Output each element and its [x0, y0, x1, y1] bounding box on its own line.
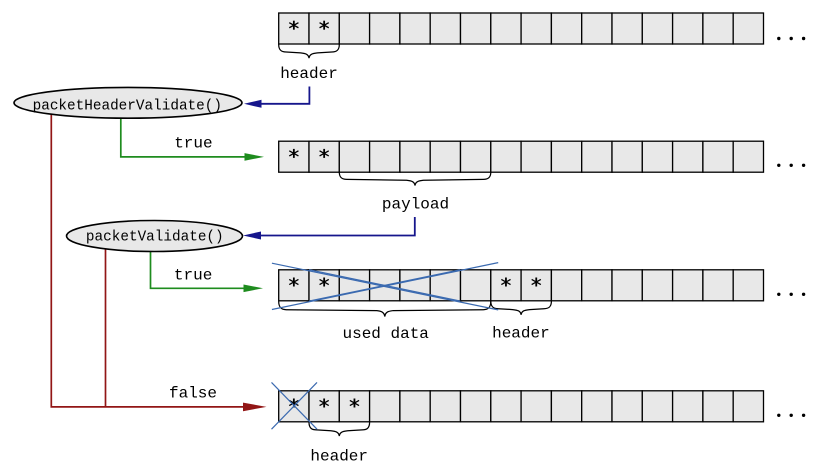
svg-text:true: true: [174, 135, 212, 153]
svg-text:payload: payload: [382, 196, 449, 214]
svg-text:header: header: [310, 448, 368, 466]
svg-text:header: header: [492, 325, 550, 343]
svg-text:true: true: [174, 267, 212, 285]
svg-text:false: false: [169, 385, 217, 403]
svg-text:used data: used data: [342, 325, 429, 343]
svg-text:packetValidate(): packetValidate(): [86, 230, 224, 246]
svg-text:packetHeaderValidate(): packetHeaderValidate(): [33, 99, 222, 115]
svg-text:header: header: [280, 65, 338, 83]
